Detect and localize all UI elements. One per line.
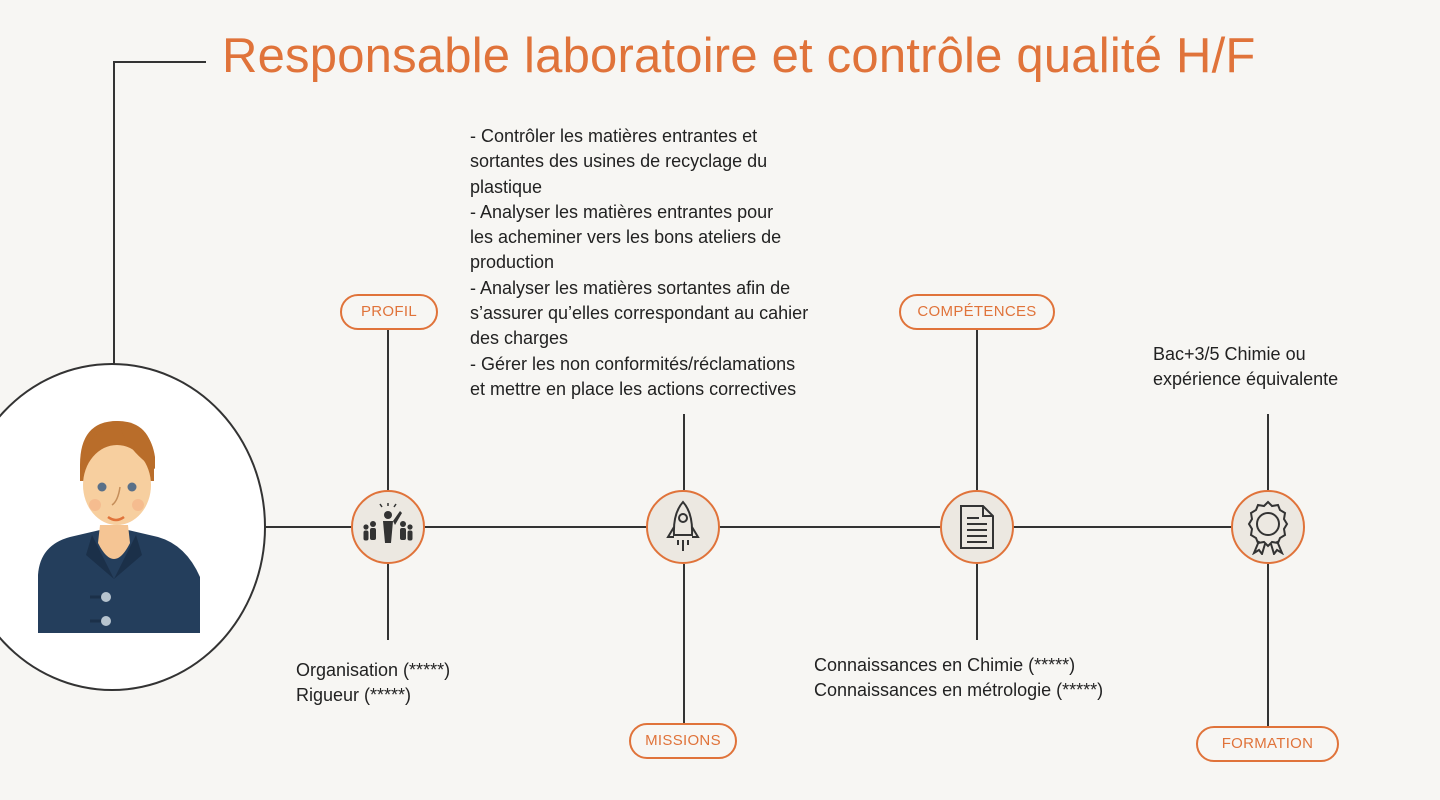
tab-missions: MISSIONS bbox=[629, 723, 737, 759]
tab-competences: COMPÉTENCES bbox=[899, 294, 1055, 330]
document-icon bbox=[960, 505, 994, 549]
woman-avatar-icon bbox=[38, 421, 200, 633]
formation-node bbox=[1231, 490, 1305, 564]
competences-node bbox=[940, 490, 1014, 564]
tab-profil: PROFIL bbox=[340, 294, 438, 330]
rocket-icon bbox=[666, 500, 700, 551]
team-leader-icon bbox=[363, 503, 413, 543]
page-title: Responsable laboratoire et contrôle qual… bbox=[222, 29, 1256, 83]
competences-text: Connaissances en Chimie (*****) Connaiss… bbox=[814, 655, 1104, 701]
certificate-badge-icon bbox=[1247, 500, 1289, 555]
profil-node bbox=[351, 490, 425, 564]
formation-text: Bac+3/5 Chimie ou expérience équivalente bbox=[1153, 344, 1339, 390]
tab-formation: FORMATION bbox=[1196, 726, 1339, 762]
profil-text: Organisation (*****) Rigueur (*****) bbox=[296, 660, 451, 706]
missions-text: - Contrôler les matières entrantes et so… bbox=[470, 126, 809, 399]
title-connector bbox=[113, 61, 206, 364]
missions-node bbox=[646, 490, 720, 564]
